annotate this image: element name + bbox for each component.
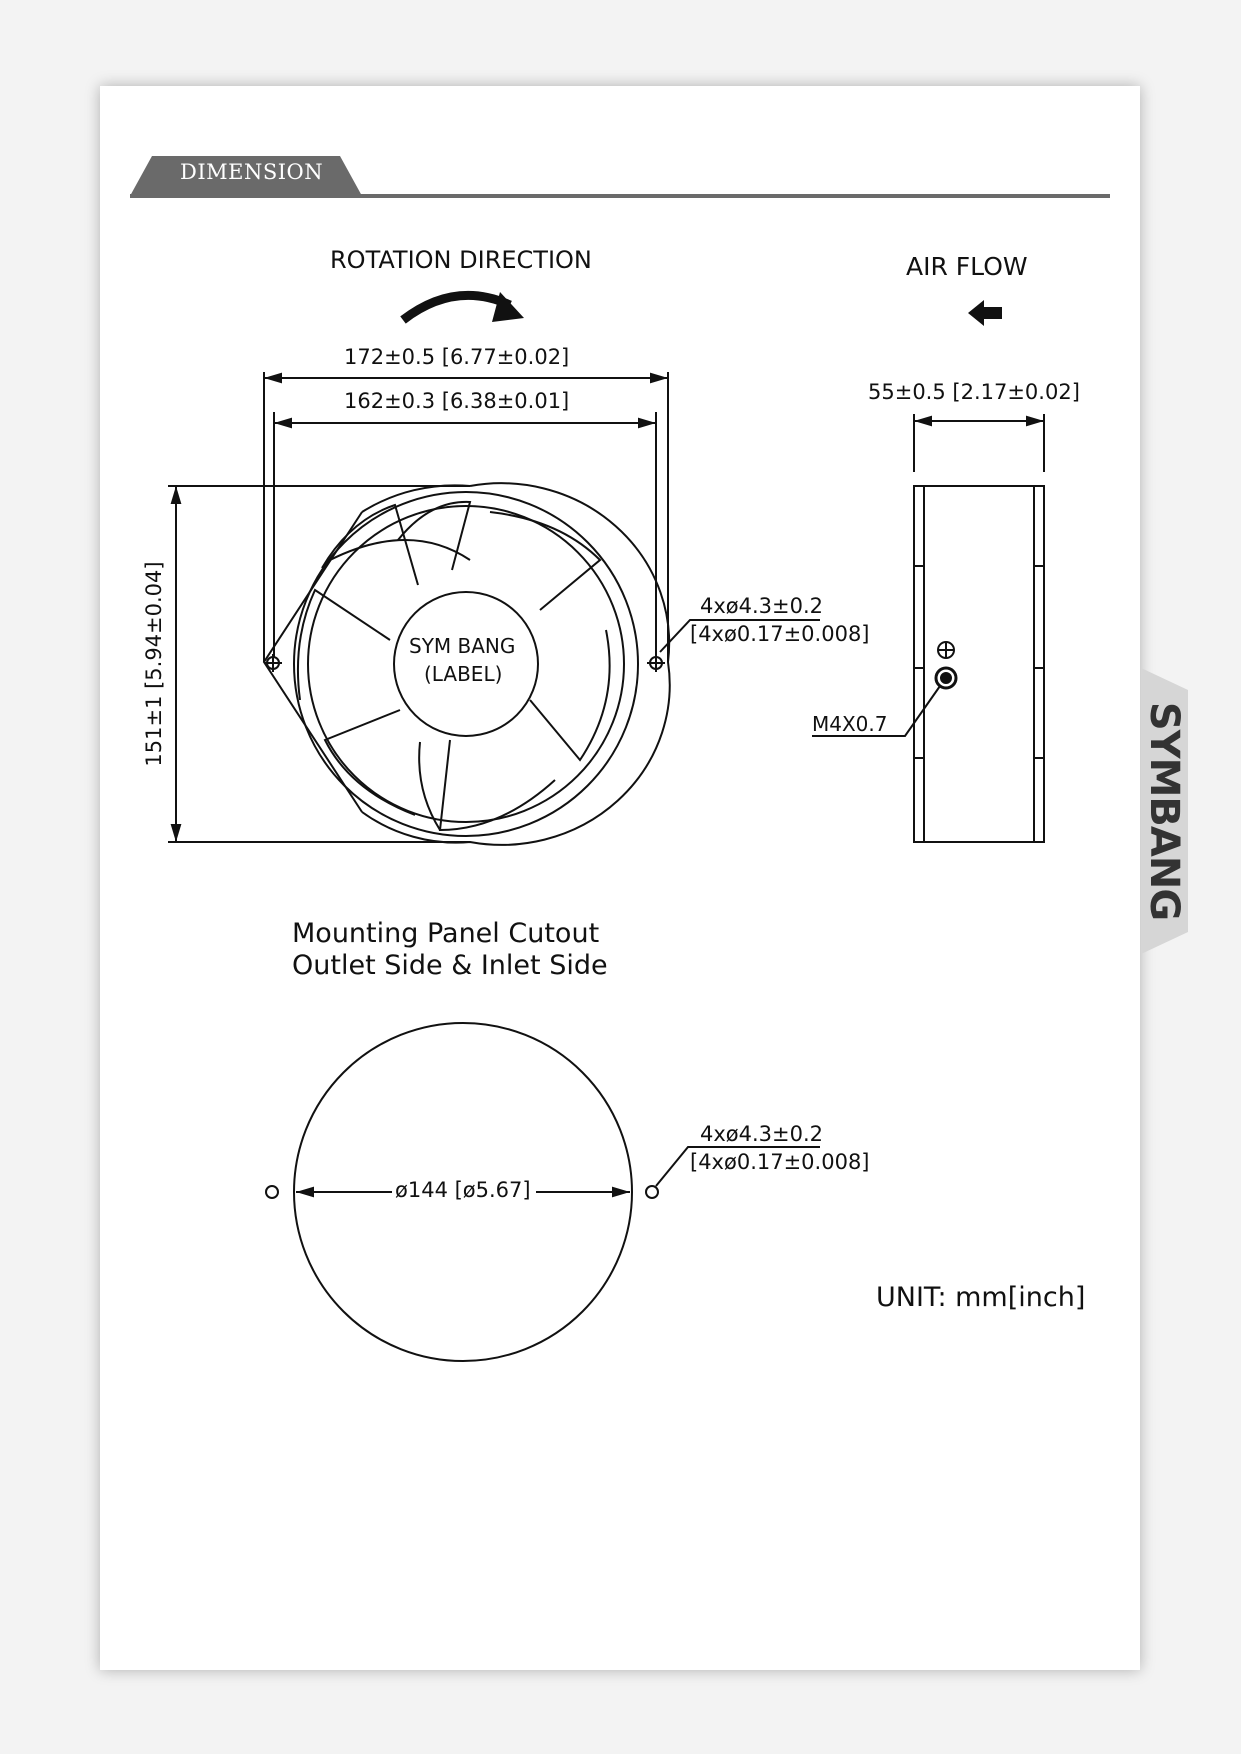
header-rule <box>130 194 1110 198</box>
fan-label-line2: (LABEL) <box>424 662 503 686</box>
depth-dimension: 55±0.5 [2.17±0.02] <box>868 380 1080 404</box>
hole-spacing-dimension: 162±0.3 [6.38±0.01] <box>344 389 570 413</box>
fan-label-line1: SYM BANG <box>409 634 516 658</box>
cutout-diameter-dimension: ø144 [ø5.67] <box>392 1178 534 1202</box>
rotation-direction-label: ROTATION DIRECTION <box>330 246 592 274</box>
outer-width-dimension: 172±0.5 [6.77±0.02] <box>344 345 570 369</box>
side-brand-tab <box>1141 668 1188 954</box>
unit-label: UNIT: mm[inch] <box>876 1282 1086 1313</box>
hole-spec-line1: 4xø4.3±0.2 <box>700 594 824 618</box>
cutout-hole-spec-line1: 4xø4.3±0.2 <box>700 1122 824 1146</box>
fan-side-view <box>812 414 1045 843</box>
cutout-hole-spec-line2: [4xø0.17±0.008] <box>690 1150 870 1174</box>
document-page <box>100 86 1140 1670</box>
height-dimension: 151±1 [5.94±0.04] <box>142 561 166 767</box>
air-flow-arrow-icon <box>968 300 1002 326</box>
panel-cutout-view <box>265 1022 820 1362</box>
cutout-title-line1: Mounting Panel Cutout <box>292 918 600 949</box>
brand-logo: SYMBANG <box>1141 701 1187 921</box>
screw-spec-label: M4X0.7 <box>812 712 888 736</box>
hole-spec-line2: [4xø0.17±0.008] <box>690 622 870 646</box>
cutout-title-line2: Outlet Side & Inlet Side <box>292 950 608 981</box>
section-header-tab <box>130 156 362 196</box>
section-title: DIMENSION <box>180 160 324 184</box>
air-flow-label: AIR FLOW <box>906 252 1028 281</box>
fan-front-view <box>262 482 671 846</box>
